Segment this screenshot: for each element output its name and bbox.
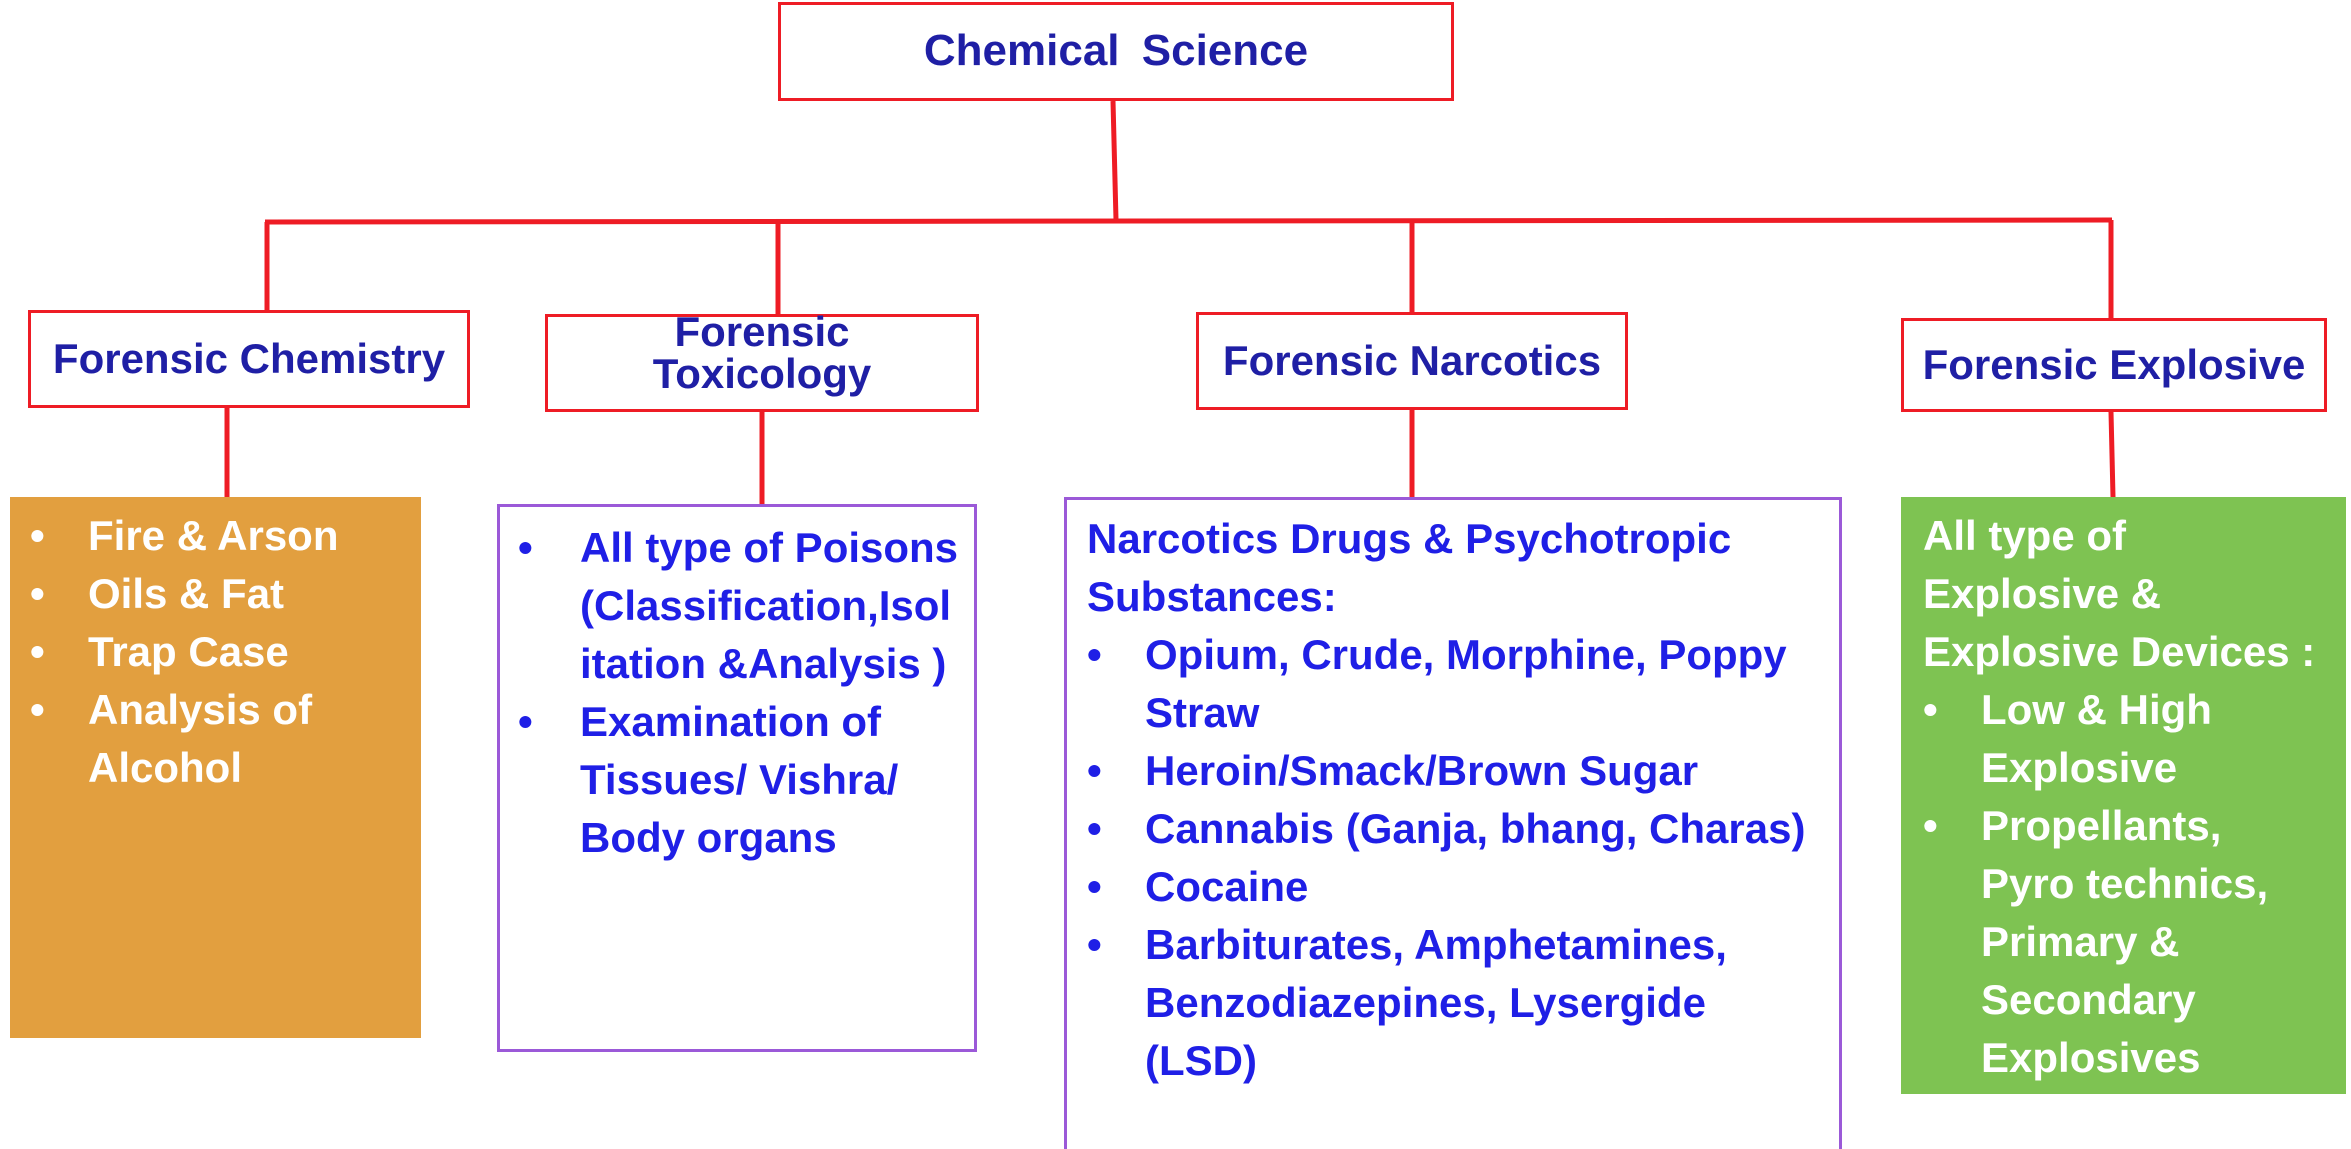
node-label-toxicology: Forensic Toxicology	[652, 308, 872, 398]
narcotics-list: Opium, Crude, Morphine, Poppy Straw Hero…	[1087, 626, 1839, 1090]
node-label-chemistry: Forensic Chemistry	[52, 334, 446, 382]
list-item: Oils & Fat	[10, 565, 421, 623]
narcotics-intro: Narcotics Drugs & Psychotropic Substance…	[1087, 515, 1732, 620]
connector-horizontal-bar	[264, 217, 2113, 225]
list-item: Opium, Crude, Morphine, Poppy Straw	[1087, 626, 1845, 742]
node-forensic-chemistry: Forensic Chemistry	[28, 310, 470, 408]
node-label-toxicology-line2: Toxicology	[652, 350, 872, 398]
root-node-chemical-science: Chemical Science	[778, 2, 1454, 101]
list-item: Cannabis (Ganja, bhang, Charas)	[1087, 800, 1839, 858]
list-item: Analysis of Alcohol	[10, 681, 358, 797]
node-label-narcotics: Forensic Narcotics	[1222, 336, 1602, 384]
panel-explosive: All type of Explosive & Explosive Device…	[1901, 497, 2346, 1094]
list-item: Barbiturates, Amphetamines, Benzodiazepi…	[1087, 916, 1785, 1090]
list-item: Heroin/Smack/Brown Sugar	[1087, 742, 1839, 800]
list-item: All type of Poisons (Classification,Isol…	[500, 519, 960, 693]
node-label-toxicology-line1: Forensic	[674, 308, 850, 355]
list-item: Trap Case	[10, 623, 421, 681]
explosive-list: Low & High Explosive Propellants, Pyro t…	[1923, 681, 2346, 1087]
root-label: Chemical Science	[923, 26, 1309, 76]
connector-root-down	[1110, 100, 1119, 221]
list-item: Cocaine	[1087, 858, 1839, 916]
panel-chemistry: Fire & Arson Oils & Fat Trap Case Analys…	[10, 497, 421, 1038]
panel-narcotics: Narcotics Drugs & Psychotropic Substance…	[1064, 497, 1842, 1149]
connector-explosive-panel	[2108, 411, 2116, 498]
node-forensic-explosive: Forensic Explosive	[1901, 318, 2327, 412]
toxicology-list: All type of Poisons (Classification,Isol…	[500, 519, 974, 867]
list-item: Low & High Explosive	[1923, 681, 2281, 797]
node-forensic-toxicology: Forensic Toxicology	[545, 308, 979, 412]
list-item: Examination of Tissues/ Vishra/ Body org…	[500, 693, 910, 867]
list-item: Fire & Arson	[10, 507, 421, 565]
list-item: Propellants, Pyro technics, Primary & Se…	[1923, 797, 2301, 1087]
panel-toxicology: All type of Poisons (Classification,Isol…	[497, 504, 977, 1052]
node-label-explosive: Forensic Explosive	[1922, 340, 2306, 388]
explosive-intro: All type of Explosive & Explosive Device…	[1923, 512, 2316, 675]
chemistry-list: Fire & Arson Oils & Fat Trap Case Analys…	[10, 507, 421, 797]
node-forensic-narcotics: Forensic Narcotics	[1196, 312, 1628, 410]
